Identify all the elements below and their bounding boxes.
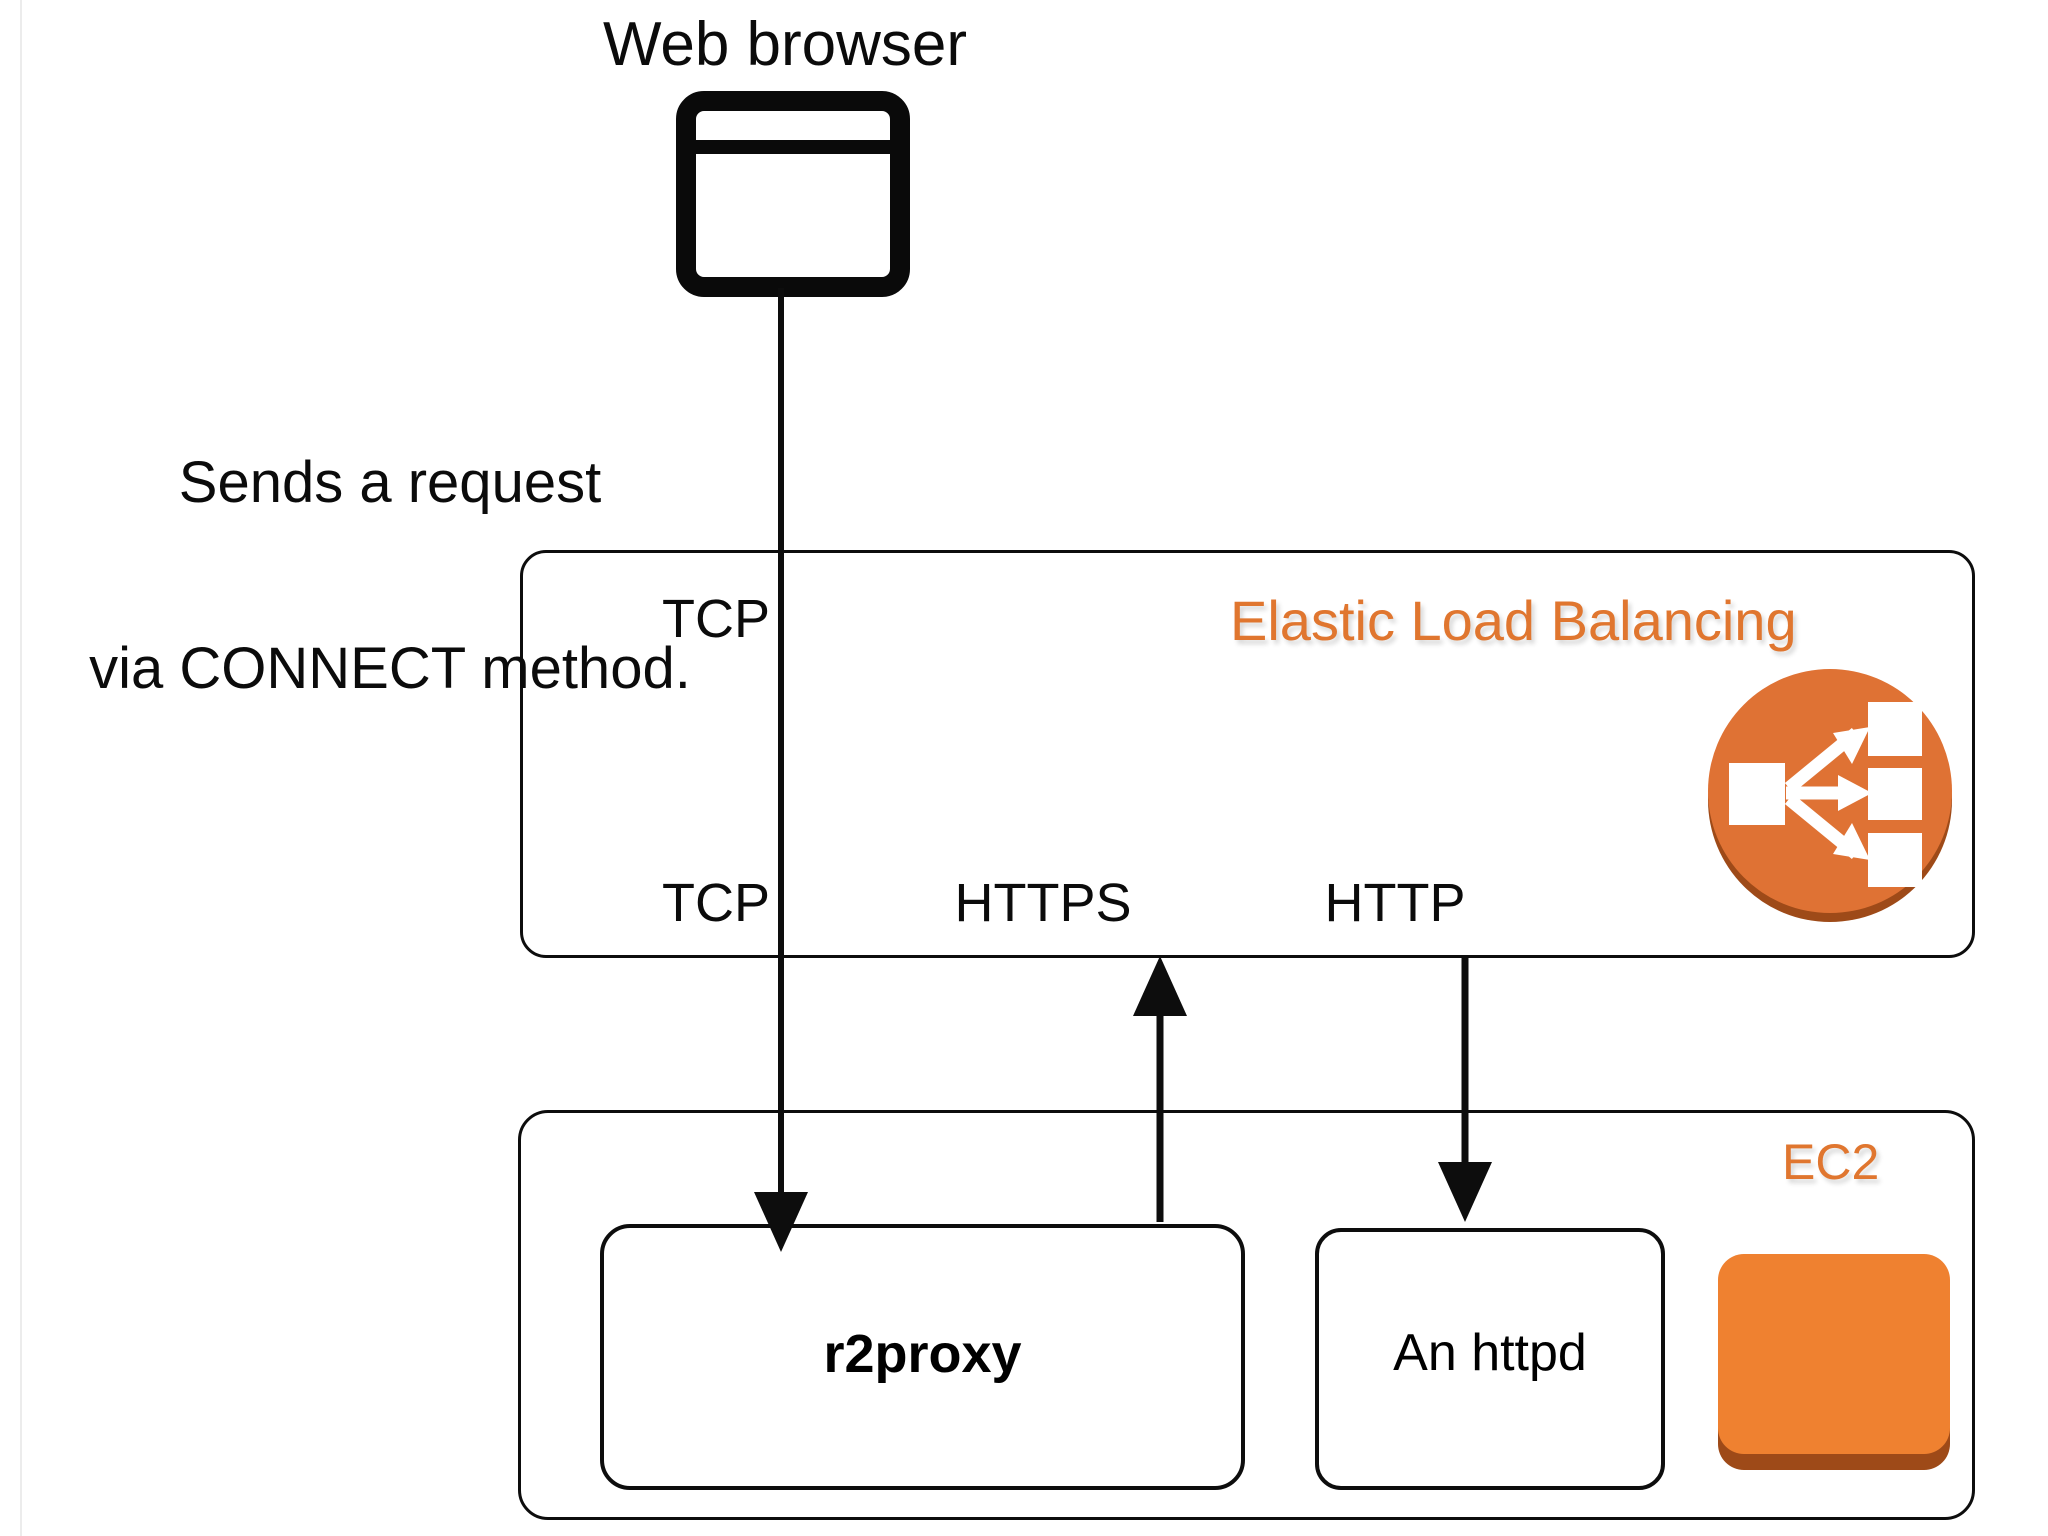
node-label-httpd: An httpd bbox=[1393, 1324, 1587, 1382]
elb-container[interactable] bbox=[520, 550, 1975, 958]
node-label-r2proxy: r2proxy bbox=[823, 1324, 1022, 1384]
ec2-service-label: EC2 bbox=[1782, 1134, 1880, 1190]
protocol-label-https: HTTPS bbox=[954, 873, 1132, 933]
connect-method-note: Sends a request via CONNECT method. bbox=[30, 328, 750, 824]
ec2-container[interactable] bbox=[518, 1110, 1975, 1520]
page-edge-rule bbox=[20, 0, 22, 1536]
protocol-label-tcp-top: TCP bbox=[662, 589, 770, 649]
node-box-httpd[interactable] bbox=[1315, 1228, 1665, 1490]
elb-service-label: Elastic Load Balancing bbox=[1230, 589, 1797, 652]
connect-note-line-1: Sends a request bbox=[178, 450, 602, 516]
web-browser-icon bbox=[676, 91, 910, 297]
web-browser-label: Web browser bbox=[602, 10, 968, 79]
connect-note-line-2: via CONNECT method. bbox=[89, 636, 691, 702]
node-box-r2proxy[interactable] bbox=[600, 1224, 1245, 1490]
protocol-label-tcp-bottom: TCP bbox=[662, 873, 770, 933]
protocol-label-http: HTTP bbox=[1324, 873, 1466, 933]
